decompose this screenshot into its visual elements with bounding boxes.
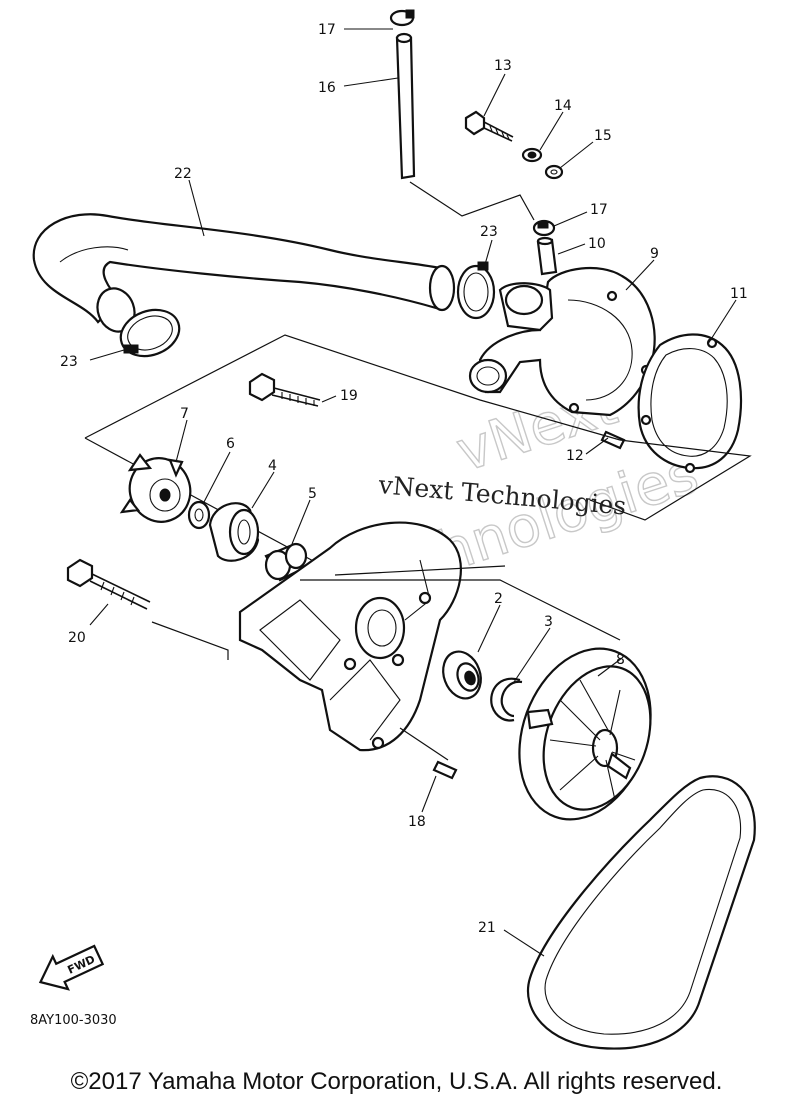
callout-20: 20	[68, 630, 86, 646]
part-17-small-clamp	[532, 219, 556, 237]
callout-11: 11	[730, 286, 748, 302]
part-2-bearing	[442, 650, 482, 700]
callout-12: 12	[566, 448, 584, 464]
part-23-clamp-left	[119, 308, 181, 358]
part-9-pump-housing	[468, 266, 656, 417]
part-10-short-pipe	[536, 236, 558, 276]
part-16-pipe	[395, 32, 416, 180]
callout-19: 19	[340, 388, 358, 404]
part-14-lock-washer	[521, 147, 543, 163]
part-19-bolt	[248, 372, 321, 407]
part-18-dowel-pin	[432, 760, 458, 780]
part-4-mechanical-seal	[208, 502, 260, 562]
callout-14: 14	[554, 98, 572, 114]
part-20-long-bolt	[66, 558, 151, 610]
diagram-code: 8AY100-3030	[30, 1013, 117, 1028]
callout-23-right: 23	[480, 224, 498, 240]
callout-8: 8	[616, 652, 625, 668]
alignment-lines-lower	[151, 565, 621, 761]
part-11-gasket	[637, 333, 743, 474]
part-15-washer	[544, 164, 564, 180]
callout-13: 13	[494, 58, 512, 74]
callout-17-top: 17	[318, 22, 336, 38]
fwd-arrow-icon: FWD	[38, 944, 105, 991]
part-21-v-belt	[527, 775, 756, 1050]
part-5-bushing	[264, 542, 308, 582]
callout-2: 2	[494, 591, 503, 607]
callout-21: 21	[478, 920, 496, 936]
callout-6: 6	[226, 436, 235, 452]
callout-9: 9	[650, 246, 659, 262]
callout-3: 3	[544, 614, 553, 630]
part-13-bolt	[464, 110, 514, 142]
callout-17-middle: 17	[590, 202, 608, 218]
callout-15: 15	[594, 128, 612, 144]
callout-5: 5	[308, 486, 317, 502]
water-pump-parts-diagram: vNext Technologies	[32, 9, 756, 1050]
leader-lines	[89, 28, 737, 957]
leader-pipe-to-housing	[409, 181, 535, 221]
part-3-circlip	[490, 677, 523, 722]
callout-labels: 17 16 13 14 15 22 17 23 10 9 11 23 19 7 …	[60, 22, 748, 936]
callout-10: 10	[588, 236, 606, 252]
part-7-impeller	[119, 453, 192, 523]
part-22-hose	[32, 213, 456, 333]
callout-16: 16	[318, 80, 336, 96]
copyright-notice: ©2017 Yamaha Motor Corporation, U.S.A. A…	[70, 1068, 723, 1095]
part-17-top-clamp	[389, 9, 415, 27]
callout-18: 18	[408, 814, 426, 830]
part-6-washer	[187, 500, 211, 530]
callout-22: 22	[174, 166, 192, 182]
callout-23-left: 23	[60, 354, 78, 370]
callout-4: 4	[268, 458, 277, 474]
part-23-clamp-right	[456, 261, 496, 320]
part-8-pulley	[518, 647, 652, 821]
callout-7: 7	[180, 406, 189, 422]
